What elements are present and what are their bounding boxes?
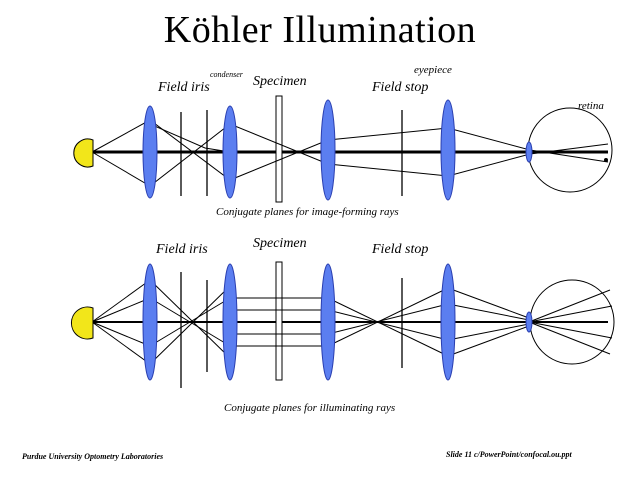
bottom-ray-src-down2	[91, 321, 151, 365]
footer-left: Purdue University Optometry Laboratories	[22, 452, 164, 461]
bottom-label-field-stop: Field stop	[372, 242, 429, 257]
top-ray-3	[149, 123, 231, 153]
bottom-ray-c4	[149, 285, 231, 365]
top-objective-lens	[320, 99, 336, 201]
slide-title: Köhler Illumination	[163, 9, 477, 51]
top-retina-point	[604, 158, 608, 162]
bottom-ray-r1	[528, 289, 611, 323]
top-eye-lens	[525, 141, 533, 163]
top-collector-lens	[142, 105, 158, 199]
bottom-ray-r3	[528, 305, 613, 323]
bottom-ray-c3	[149, 279, 231, 359]
bottom-caption: Conjugate planes for illuminating rays	[224, 402, 396, 414]
footer-right: Slide 11 c/PowerPoint/confocal.ou.ppt	[446, 450, 572, 459]
bottom-ray-r2	[528, 321, 611, 355]
bottom-ray-e3	[447, 303, 530, 321]
top-specimen-slide	[275, 95, 283, 203]
top-caption: Conjugate planes for image-forming rays	[216, 206, 399, 218]
bottom-ray-e2	[447, 325, 530, 357]
top-label-condenser: condenser	[210, 70, 243, 79]
bottom-ray-src-down	[91, 321, 151, 347]
top-condenser-lens	[222, 105, 238, 199]
bottom-ray-src-up	[91, 297, 151, 323]
bottom-light-bulb	[71, 306, 94, 340]
bottom-ray-r4	[528, 321, 613, 339]
bottom-ray-c2	[149, 297, 231, 347]
bottom-objective-lens	[320, 263, 336, 381]
top-eyepiece-lens	[440, 99, 456, 201]
top-label-specimen: Specimen	[253, 74, 307, 89]
bottom-ray-e4	[447, 323, 530, 341]
top-diagram	[73, 95, 613, 203]
bottom-ray-src-up2	[91, 279, 151, 323]
bottom-ray-o3	[327, 309, 449, 341]
top-eye	[527, 107, 613, 193]
bottom-eye-lens	[525, 311, 533, 333]
bottom-label-specimen: Specimen	[253, 236, 307, 251]
bottom-ray-e1	[447, 287, 530, 319]
bottom-diagram	[71, 261, 615, 388]
bottom-ray-o1	[327, 297, 449, 357]
top-label-eyepiece: eyepiece	[414, 64, 452, 76]
bottom-condenser-lens	[222, 263, 238, 381]
bottom-ray-o4	[327, 303, 449, 335]
bottom-ray-o2	[327, 287, 449, 347]
bottom-eyepiece-lens	[440, 263, 456, 381]
top-label-field-stop: Field stop	[372, 80, 429, 95]
top-label-retina: retina	[578, 100, 604, 112]
bottom-collector-lens	[142, 263, 158, 381]
bottom-label-field-iris: Field iris	[156, 242, 208, 257]
top-label-field-iris: Field iris	[158, 80, 210, 95]
bottom-specimen-slide	[275, 261, 283, 381]
top-light-bulb	[73, 138, 94, 168]
